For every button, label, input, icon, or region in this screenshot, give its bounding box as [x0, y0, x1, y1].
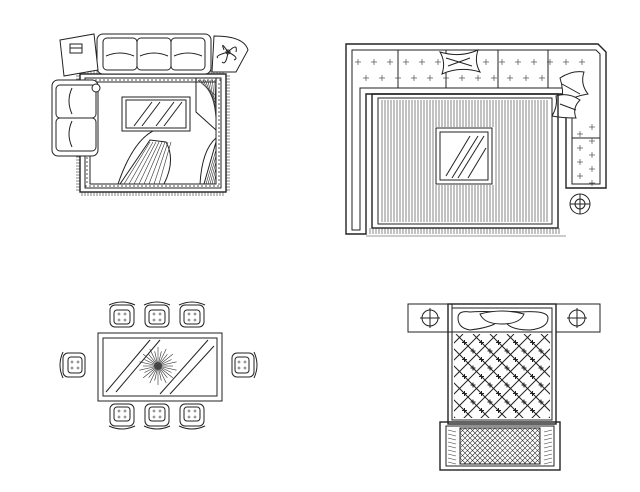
quilted-bedspread — [454, 334, 550, 418]
dining-chair — [178, 301, 206, 328]
three-seat-sofa — [96, 33, 212, 75]
pillow — [479, 310, 525, 325]
bench-rug — [439, 421, 561, 471]
rug-inner-border — [84, 77, 222, 189]
l-shaped-sectional-with-rug — [345, 43, 607, 237]
upholstery-tufting — [355, 59, 595, 186]
dining-chair — [108, 301, 136, 328]
two-seat-sofa — [51, 79, 99, 157]
lamp-icon — [91, 83, 101, 93]
glass-reflection — [141, 101, 161, 127]
glass-reflection — [163, 101, 183, 127]
coffee-table-glass — [125, 99, 187, 129]
dining-chair — [108, 403, 136, 430]
glass-reflection — [155, 101, 175, 127]
glass-reflection — [133, 101, 153, 127]
bench-lattice — [447, 427, 553, 465]
floor-lamp-icon — [569, 193, 591, 215]
square-coffee-table — [435, 127, 493, 185]
l-sofa — [345, 43, 607, 235]
rug-hatched-wedge — [119, 139, 171, 185]
rug-corner-wedge — [195, 77, 217, 132]
striped-rug — [366, 93, 566, 237]
double-bed — [407, 303, 601, 471]
dining-chairs — [59, 301, 258, 430]
rug-hatching — [85, 79, 221, 187]
floral-centerpiece — [139, 347, 177, 385]
bed-frame — [447, 303, 557, 425]
nightstand-right — [555, 303, 601, 333]
dining-chair — [59, 351, 86, 379]
dining-table-inner — [102, 337, 218, 397]
nightstand-left — [407, 303, 453, 333]
l-sofa-inner — [351, 49, 601, 231]
corner-plant — [211, 35, 249, 73]
rug-dark-wedge — [203, 141, 217, 185]
living-room-sofa-set — [51, 33, 249, 196]
dining-chair — [231, 351, 258, 379]
rug-corner-hatching — [197, 79, 217, 185]
dining-chair — [178, 403, 206, 430]
corner-table — [59, 33, 99, 77]
dining-chair — [143, 403, 171, 430]
dining-set — [59, 301, 258, 430]
rug-pattern-curve-2 — [199, 137, 217, 185]
dining-chair — [143, 301, 171, 328]
